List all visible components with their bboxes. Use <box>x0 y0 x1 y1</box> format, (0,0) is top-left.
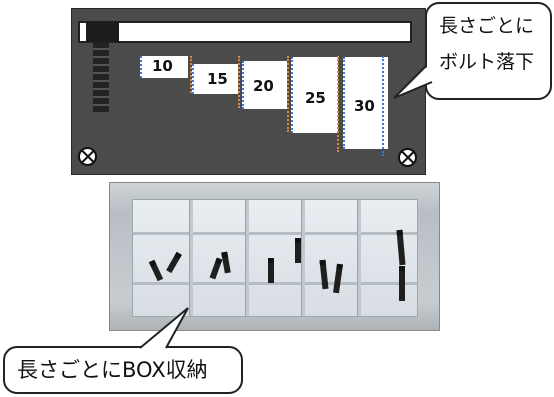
callout-bottom-pointer <box>139 307 189 349</box>
compartment-divider <box>301 200 305 316</box>
tray-bar <box>133 232 417 235</box>
callout-top-line1: 長さごとに <box>439 15 535 37</box>
slot-marker <box>238 56 240 108</box>
bolt-storage-box-photo <box>109 182 440 331</box>
screw-right-icon <box>398 148 417 167</box>
bolt-shank-icon <box>93 42 109 112</box>
slot-marker <box>287 56 289 132</box>
slot-marker <box>382 56 384 156</box>
callout-top-line2: ボルト落下 <box>439 51 535 73</box>
callout-bottom-text: 長さごとにBOX収納 <box>17 358 208 382</box>
tray-bar <box>133 282 417 285</box>
bolt-30 <box>399 266 405 301</box>
slot-25: 25 <box>291 57 338 133</box>
compartment-divider <box>245 200 249 316</box>
slot-label-30: 30 <box>354 97 375 115</box>
bolt-20 <box>295 238 301 263</box>
compartment-divider <box>189 200 193 316</box>
slot-label-25: 25 <box>305 89 326 107</box>
slot-20: 20 <box>242 61 287 109</box>
slot-10: 10 <box>140 56 188 78</box>
slot-marker <box>337 56 339 152</box>
compartment-divider <box>357 200 361 316</box>
slot-marker <box>190 56 192 93</box>
callout-store-by-length: 長さごとにBOX収納 <box>3 346 243 394</box>
screw-left-icon <box>78 147 97 166</box>
callout-drop-by-length: 長さごとに ボルト落下 <box>425 2 552 100</box>
slot-15: 15 <box>192 64 238 94</box>
sorting-schematic-panel: 10 15 20 25 30 <box>71 8 426 175</box>
bolt-head-icon <box>86 21 119 42</box>
slot-label-20: 20 <box>253 77 274 95</box>
callout-top-pointer <box>393 65 433 99</box>
slot-label-10: 10 <box>152 57 173 75</box>
slot-label-15: 15 <box>207 70 228 88</box>
slot-30: 30 <box>343 57 388 149</box>
bolt-20 <box>268 258 274 283</box>
box-compartments <box>132 199 418 317</box>
guide-rail <box>78 21 412 43</box>
